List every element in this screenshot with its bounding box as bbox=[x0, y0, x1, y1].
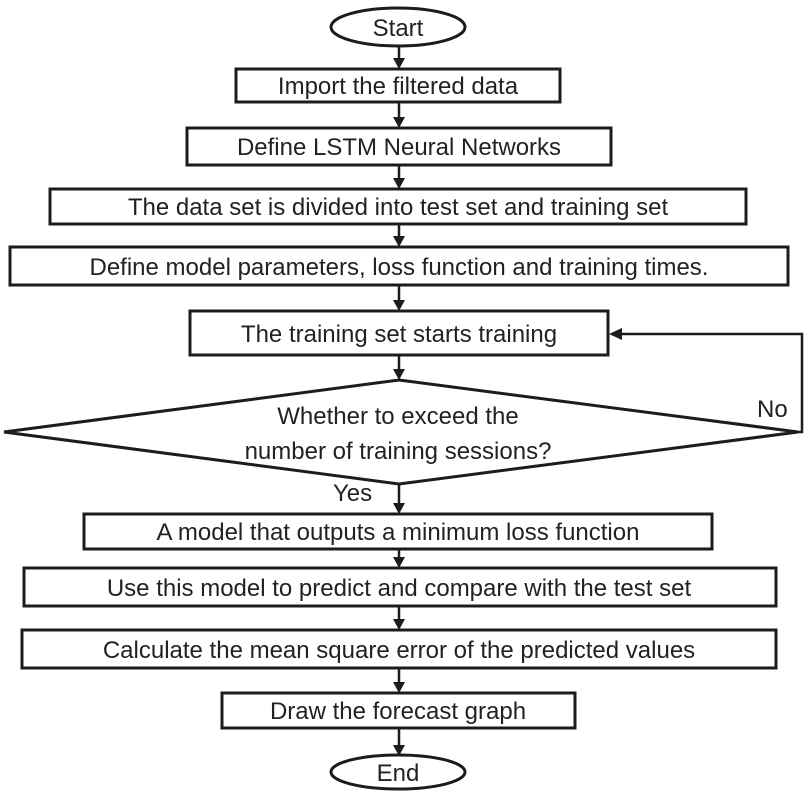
arrowhead-down bbox=[393, 682, 405, 693]
step-define-params-box bbox=[8, 245, 790, 287]
arrowhead-down bbox=[393, 117, 405, 128]
step-predict-box bbox=[22, 566, 778, 608]
step-training-box bbox=[188, 309, 610, 357]
edge-decision-no-loop bbox=[618, 332, 804, 434]
edge-label-no: No bbox=[757, 396, 788, 423]
arrowhead-down bbox=[393, 369, 405, 380]
edge-label-yes: Yes bbox=[333, 480, 372, 507]
arrowhead-down bbox=[393, 557, 405, 568]
step-mse-label: Calculate the mean square error of the p… bbox=[103, 637, 695, 664]
step-define-lstm-label: Define LSTM Neural Networks bbox=[237, 134, 561, 161]
decision-node: Whether to exceed the number of training… bbox=[3, 378, 799, 486]
step-draw-box bbox=[220, 691, 577, 730]
start-ellipse bbox=[329, 6, 467, 48]
step-output-model-box bbox=[82, 512, 714, 551]
arrowhead-down bbox=[393, 619, 405, 630]
arrowhead-down bbox=[393, 503, 405, 514]
step-predict: Use this model to predict and compare wi… bbox=[22, 566, 778, 608]
step-predict-label: Use this model to predict and compare wi… bbox=[107, 575, 692, 602]
decision-diamond bbox=[3, 378, 799, 486]
step-mse-box bbox=[20, 628, 778, 670]
step-import-box bbox=[234, 67, 562, 104]
step-import: Import the filtered data bbox=[234, 67, 562, 104]
step-output-model-label: A model that outputs a minimum loss func… bbox=[157, 519, 640, 546]
arrowhead-left bbox=[609, 328, 622, 340]
step-define-lstm-box bbox=[185, 126, 613, 167]
decision-label-line2: number of training sessions? bbox=[245, 438, 552, 465]
arrowheads bbox=[393, 58, 622, 756]
decision-label-line1: Whether to exceed the bbox=[277, 403, 518, 430]
step-define-lstm: Define LSTM Neural Networks bbox=[185, 126, 613, 167]
step-divide-label: The data set is divided into test set an… bbox=[128, 194, 669, 221]
step-define-params: Define model parameters, loss function a… bbox=[8, 245, 790, 287]
step-mse: Calculate the mean square error of the p… bbox=[20, 628, 778, 670]
step-draw-label: Draw the forecast graph bbox=[270, 698, 526, 725]
step-define-params-label: Define model parameters, loss function a… bbox=[90, 254, 709, 281]
arrowhead-down bbox=[393, 300, 405, 311]
step-import-label: Import the filtered data bbox=[278, 73, 519, 100]
step-training: The training set starts training bbox=[188, 309, 610, 357]
arrowhead-down bbox=[393, 236, 405, 247]
start-terminal: Start bbox=[329, 6, 467, 48]
step-output-model: A model that outputs a minimum loss func… bbox=[82, 512, 714, 551]
arrowhead-down bbox=[393, 745, 405, 756]
end-terminal: End bbox=[329, 753, 467, 791]
arrowhead-down bbox=[393, 58, 405, 69]
step-divide: The data set is divided into test set an… bbox=[48, 187, 748, 226]
start-label: Start bbox=[373, 15, 424, 42]
step-draw: Draw the forecast graph bbox=[220, 691, 577, 730]
end-label: End bbox=[377, 760, 420, 787]
step-divide-box bbox=[48, 187, 748, 226]
end-ellipse bbox=[329, 753, 467, 791]
arrowhead-down bbox=[393, 178, 405, 189]
step-training-label: The training set starts training bbox=[241, 321, 557, 348]
